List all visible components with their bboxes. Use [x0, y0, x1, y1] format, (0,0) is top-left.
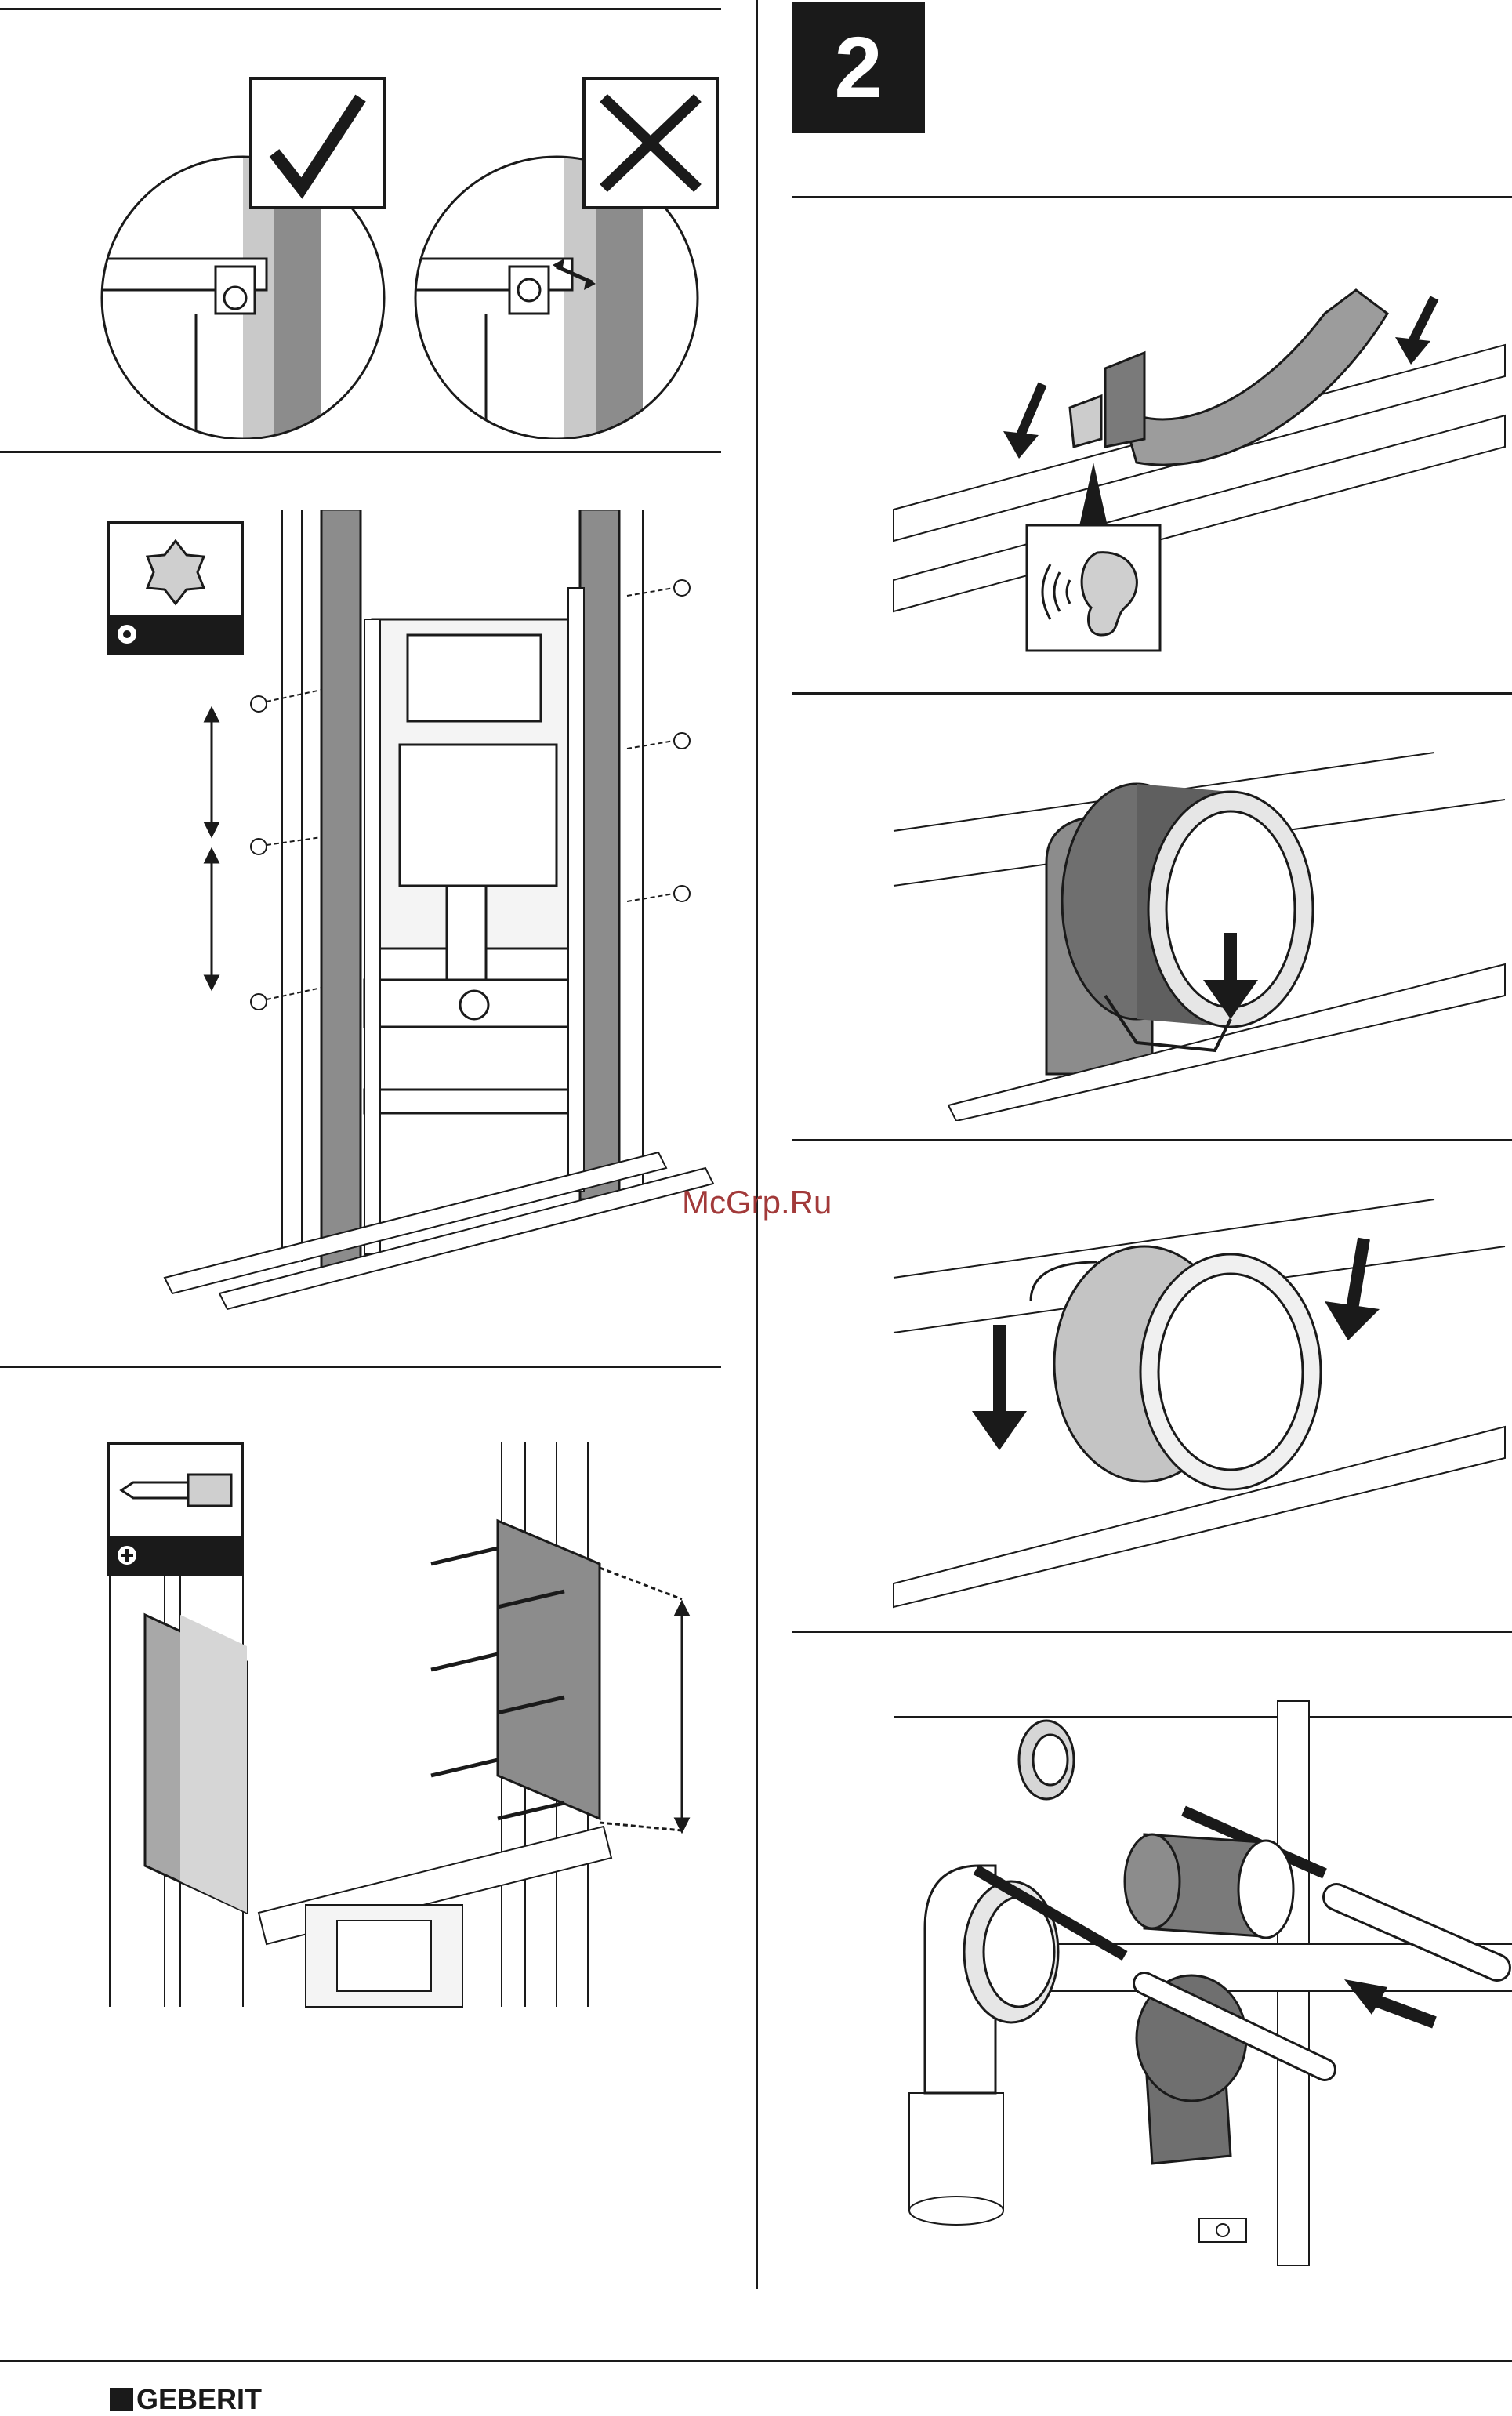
right-rule-4 — [792, 1631, 1512, 1633]
pipe-assembly-illustration — [886, 1685, 1512, 2281]
clip-press-panel — [886, 1192, 1512, 1615]
pipe-assembly-panel — [886, 1685, 1512, 2281]
column-divider — [756, 0, 758, 2289]
clip-illustration — [886, 251, 1512, 658]
alignment-panel — [94, 63, 721, 439]
left-rule-2 — [0, 1366, 721, 1368]
right-rule-1 — [792, 196, 1512, 198]
frame-panel — [157, 510, 721, 1333]
pipe-clip-illustration — [886, 745, 1512, 1121]
top-left-rule — [0, 8, 721, 10]
watermark: McGrp.Ru — [682, 1184, 832, 1221]
footer-rule — [0, 2360, 1512, 2362]
brand-name: GEBERIT — [136, 2383, 262, 2416]
plasterboard-illustration — [102, 1435, 721, 2030]
clip-press-illustration — [886, 1192, 1512, 1615]
right-rule-3 — [792, 1139, 1512, 1141]
check-box — [251, 78, 384, 208]
alignment-illustration — [94, 63, 721, 439]
plasterboard-panel — [102, 1435, 721, 2030]
step-number-badge: 2 — [792, 2, 925, 133]
frame-illustration — [157, 510, 721, 1333]
clip-panel — [886, 251, 1512, 658]
right-rule-2 — [792, 692, 1512, 695]
pipe-clip-panel — [886, 745, 1512, 1121]
left-rule-1 — [0, 451, 721, 453]
geberit-logo: GEBERIT — [110, 2383, 262, 2416]
brand-square — [110, 2388, 133, 2411]
step-number: 2 — [834, 18, 882, 118]
